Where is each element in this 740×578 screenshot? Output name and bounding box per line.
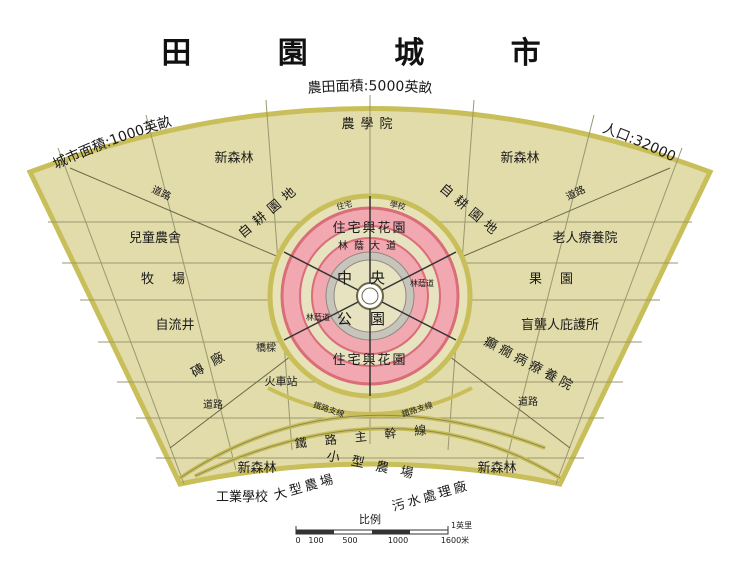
scale-tick: 0: [295, 536, 300, 545]
scale-mile-label: 1英里: [451, 520, 472, 530]
new-forest-ne-label: 新森林: [500, 150, 539, 166]
children-farm-label: 兒童農舍: [129, 230, 181, 246]
avenue-left-label: 林蔭道: [306, 312, 330, 322]
artesian-well-label: 自流井: [155, 318, 194, 333]
scale-bar: 比例 1英里 0 100 500 1000 1600米: [295, 512, 472, 545]
scale-tick: 1000: [388, 536, 408, 545]
grand-avenue-label: 林蔭大道: [338, 239, 402, 252]
railway-station-label: 火車站: [265, 374, 298, 388]
avenue-right-label: 林蔭道: [410, 278, 434, 288]
houses-gardens-bottom-label: 住宅與花園: [332, 352, 407, 368]
orchard-label: 果園: [529, 272, 591, 287]
city-rings: [267, 193, 473, 399]
pasture-label: 牧場: [141, 272, 203, 287]
viaduct-label: 橋樑: [256, 341, 276, 354]
new-forest-sw-label: 新森林: [237, 460, 276, 476]
farm-area-label: 農田面積:5000英畝: [307, 78, 433, 97]
convalescent-home-label: 老人療養院: [552, 230, 617, 246]
scale-label: 比例: [359, 512, 381, 526]
scale-tick: 1600米: [441, 535, 469, 545]
new-forest-se-label: 新森林: [477, 460, 516, 476]
houses-gardens-top-label: 住宅與花園: [332, 220, 407, 236]
park-label: 公園: [337, 310, 403, 328]
new-forest-nw-label: 新森林: [214, 150, 253, 166]
large-farms-label: 大型農場: [272, 472, 338, 504]
industrial-school-label: 工業學校: [216, 489, 268, 505]
city-spokes: [283, 196, 457, 396]
scale-tick: 100: [308, 536, 323, 545]
agri-college-label: 農學院: [341, 117, 398, 132]
road-label: 道路: [518, 395, 538, 408]
blind-deaf-asylum-label: 盲聾人庇護所: [521, 317, 599, 333]
scale-tick: 500: [342, 536, 357, 545]
road-label: 道路: [203, 398, 223, 411]
sewage-farm-label: 污水處理廠: [390, 477, 471, 514]
central-label: 中央: [337, 269, 403, 287]
page-title: 田 園 城 市: [161, 36, 579, 71]
ring-top-left-label: 住宅: [335, 198, 353, 212]
ring-top-right-label: 學校: [389, 198, 407, 212]
